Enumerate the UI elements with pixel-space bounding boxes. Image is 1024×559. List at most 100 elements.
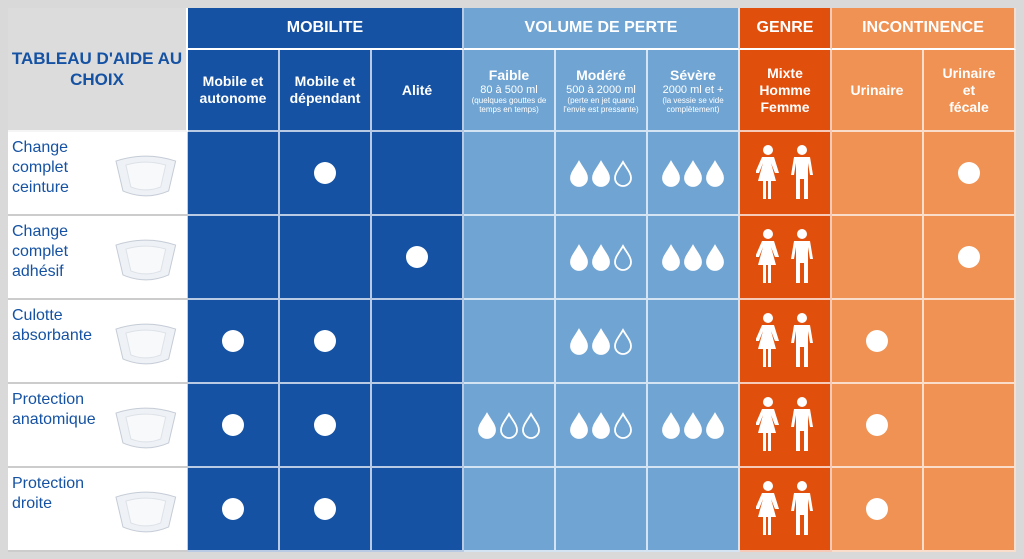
incontinence-cell xyxy=(924,132,1016,216)
note: (la vessie se vide complètement) xyxy=(662,95,724,114)
genre-cell xyxy=(740,384,832,468)
mobility-cell xyxy=(280,384,372,468)
choice-table: TABLEAU D'AIDE AU CHOIX MOBILITE VOLUME … xyxy=(8,8,1016,552)
drop-icon xyxy=(706,411,724,439)
incontinence-cell xyxy=(832,384,924,468)
check-dot xyxy=(314,162,336,184)
volume-cell xyxy=(464,132,556,216)
product-name: Change complet ceinture xyxy=(12,139,69,196)
drop-icon xyxy=(500,411,518,439)
product-name: Change complet adhésif xyxy=(12,223,69,280)
drop-icon xyxy=(614,243,632,271)
check-dot xyxy=(866,414,888,436)
incontinence-cell xyxy=(832,216,924,300)
incontinence-cell xyxy=(832,468,924,552)
check-dot xyxy=(958,162,980,184)
group-incontinence: INCONTINENCE xyxy=(832,8,1016,50)
note: (perte en jet quand l'envie est pressant… xyxy=(563,95,639,114)
product-label: Culotte absorbante xyxy=(8,300,188,384)
mobility-cell xyxy=(188,468,280,552)
col-mobile-dependant: Mobile et dépendant xyxy=(280,50,372,132)
volume-cell xyxy=(648,468,740,552)
drop-icon xyxy=(478,411,496,439)
incontinence-cell xyxy=(832,300,924,384)
genre-cell xyxy=(740,468,832,552)
mobility-cell xyxy=(372,132,464,216)
drop-icon xyxy=(570,411,588,439)
drop-icon xyxy=(706,243,724,271)
drop-icon xyxy=(662,159,680,187)
group-mobilite: MOBILITE xyxy=(188,8,464,50)
drop-icon xyxy=(614,327,632,355)
drop-icon xyxy=(614,411,632,439)
incontinence-cell xyxy=(924,468,1016,552)
product-name: Protection anatomique xyxy=(12,391,96,428)
check-dot xyxy=(222,498,244,520)
drop-icon xyxy=(684,159,702,187)
check-dot xyxy=(958,246,980,268)
genre-cell xyxy=(740,216,832,300)
volume-cell xyxy=(464,384,556,468)
col-genre: Mixte Homme Femme xyxy=(740,50,832,132)
woman-icon xyxy=(756,481,779,535)
drop-icon xyxy=(592,243,610,271)
check-dot xyxy=(314,330,336,352)
volume-cell xyxy=(556,384,648,468)
incontinence-cell xyxy=(924,216,1016,300)
mobility-cell xyxy=(280,216,372,300)
incontinence-cell xyxy=(832,132,924,216)
product-label: Protection droite xyxy=(8,468,188,552)
man-icon xyxy=(791,397,813,451)
check-dot xyxy=(314,498,336,520)
group-volume: VOLUME DE PERTE xyxy=(464,8,740,50)
drop-icon xyxy=(570,159,588,187)
drop-icon xyxy=(662,411,680,439)
woman-icon xyxy=(756,229,779,283)
volume-cell xyxy=(556,300,648,384)
man-icon xyxy=(791,229,813,283)
product-label: Change complet adhésif xyxy=(8,216,188,300)
volume: 80 à 500 ml xyxy=(480,83,538,96)
mobility-cell xyxy=(372,216,464,300)
product-name: Protection droite xyxy=(12,475,85,512)
product-image xyxy=(115,155,177,197)
woman-icon xyxy=(756,313,779,367)
man-icon xyxy=(791,481,813,535)
check-dot xyxy=(406,246,428,268)
volume-cell xyxy=(648,300,740,384)
drop-icon xyxy=(570,243,588,271)
drop-icon xyxy=(592,159,610,187)
man-icon xyxy=(791,313,813,367)
product-image xyxy=(115,491,177,533)
drop-icon xyxy=(570,327,588,355)
mobility-cell xyxy=(188,132,280,216)
mobility-cell xyxy=(188,300,280,384)
product-image xyxy=(115,323,177,365)
volume: 2000 ml et + xyxy=(662,83,724,96)
volume-cell xyxy=(556,132,648,216)
mobility-cell xyxy=(188,384,280,468)
drop-icon xyxy=(592,411,610,439)
label: Modéré xyxy=(576,66,626,83)
check-dot xyxy=(222,330,244,352)
mobility-cell xyxy=(188,216,280,300)
drop-icon xyxy=(592,327,610,355)
check-dot xyxy=(314,414,336,436)
product-image xyxy=(115,239,177,281)
incontinence-cell xyxy=(924,384,1016,468)
product-label: Change complet ceinture xyxy=(8,132,188,216)
mobility-cell xyxy=(280,300,372,384)
volume-cell xyxy=(464,468,556,552)
group-genre: GENRE xyxy=(740,8,832,50)
genre-cell xyxy=(740,300,832,384)
mobility-cell xyxy=(372,384,464,468)
volume-cell xyxy=(464,216,556,300)
table-title: TABLEAU D'AIDE AU CHOIX xyxy=(8,8,188,132)
woman-icon xyxy=(756,145,779,199)
drop-icon xyxy=(684,411,702,439)
label: Faible xyxy=(488,66,530,83)
product-name: Culotte absorbante xyxy=(12,307,93,344)
check-dot xyxy=(866,498,888,520)
